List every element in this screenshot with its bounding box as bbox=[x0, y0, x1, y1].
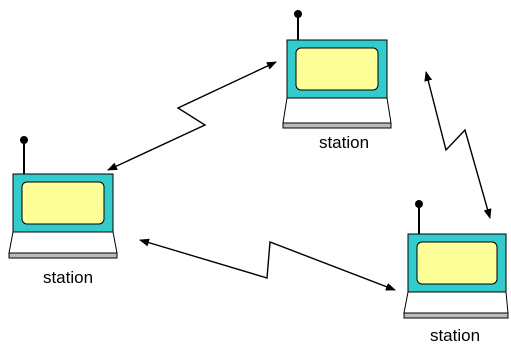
laptop-with-antenna-icon bbox=[403, 200, 509, 319]
station-top: station bbox=[282, 10, 392, 152]
wireless-link-station-left-to-station-top bbox=[107, 61, 277, 171]
station-label: station bbox=[43, 268, 93, 287]
station-left: station bbox=[8, 136, 118, 287]
station-label: station bbox=[430, 326, 480, 345]
wireless-link-station-left-to-station-right bbox=[139, 238, 396, 291]
station-right: station bbox=[403, 200, 509, 345]
station-label: station bbox=[319, 133, 369, 152]
laptop-with-antenna-icon bbox=[282, 10, 392, 129]
laptop-with-antenna-icon bbox=[8, 136, 118, 259]
wireless-link-station-top-to-station-right bbox=[424, 71, 492, 219]
